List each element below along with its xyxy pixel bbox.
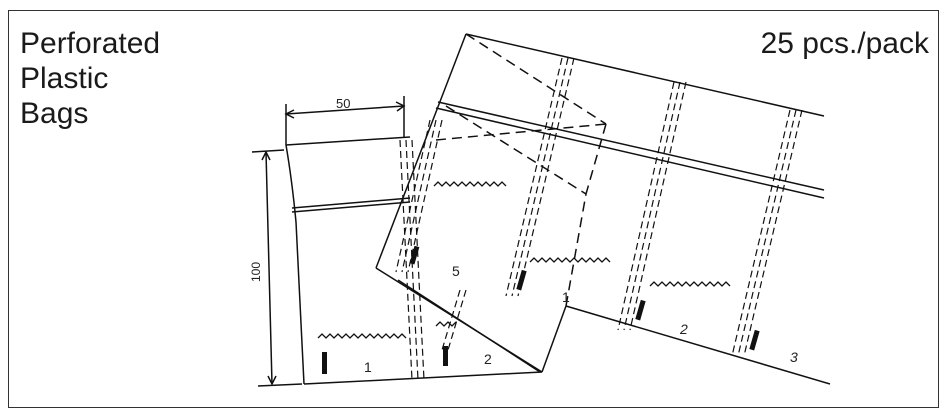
width-label: 50: [336, 96, 350, 111]
bag-number: 2: [484, 351, 492, 367]
seal-zigzags: [317, 181, 731, 339]
title-line: Bags: [20, 97, 89, 130]
bag-number: 2: [679, 321, 688, 337]
bag-number: 1: [364, 359, 372, 375]
bag-number: 1: [562, 289, 570, 305]
bag-number: 5: [452, 263, 460, 279]
folded-flap: [435, 33, 607, 307]
product-frame: [8, 10, 939, 408]
pack-quantity: 25 pcs./pack: [760, 27, 929, 60]
tear-marks: [322, 245, 760, 374]
title-line: Perforated: [20, 27, 161, 60]
product-title: Perforated Plastic Bags: [20, 26, 160, 131]
height-label: 100: [249, 262, 263, 282]
perforation-lines: [395, 57, 803, 381]
width-dimension: [284, 96, 406, 145]
title-line: Plastic: [20, 62, 109, 95]
height-dimension: [251, 149, 303, 387]
bag-number: 3: [790, 349, 798, 365]
bag-roll-strip: [375, 33, 831, 385]
flat-bag: [285, 136, 543, 385]
